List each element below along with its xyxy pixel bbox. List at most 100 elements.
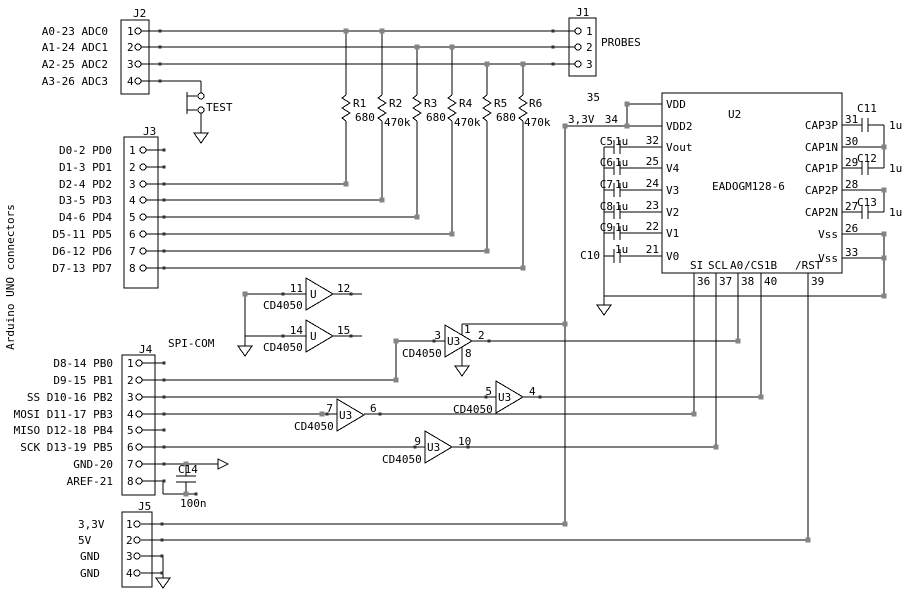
j4-pin-7[interactable] — [136, 461, 142, 467]
junction-dot — [449, 44, 455, 50]
j3-pin-label: D0-2 PD0 — [59, 144, 112, 157]
j4-pin-6[interactable] — [136, 444, 142, 450]
capacitor-c5[interactable] — [614, 140, 620, 154]
capacitor-value: 1u — [615, 200, 628, 213]
resistor-r3[interactable] — [413, 95, 421, 121]
u2-pin-number: 21 — [646, 243, 659, 256]
buffer-u3-gate-3-2[interactable] — [445, 325, 472, 357]
connector-j4[interactable] — [122, 355, 155, 495]
buffer-u-gate-14-15[interactable] — [306, 320, 333, 352]
ic-u2-eadogm128[interactable] — [662, 93, 842, 273]
resistor-r6[interactable] — [519, 95, 527, 121]
test-switch-contact[interactable] — [198, 107, 204, 113]
u2-pin-name: V1 — [666, 227, 679, 240]
j4-pin-3[interactable] — [136, 394, 142, 400]
u2-pin-name: SI — [690, 259, 703, 272]
buffer-pin-number: 12 — [337, 282, 350, 295]
wire-end-tick — [162, 232, 166, 236]
capacitor-c13[interactable] — [862, 205, 868, 219]
capacitor-c10[interactable] — [614, 249, 620, 263]
j3-pin-4[interactable] — [140, 197, 146, 203]
j3-pin-3[interactable] — [140, 181, 146, 187]
u2-pin-name: CAP1P — [805, 162, 838, 175]
resistor-name: R6 — [529, 97, 542, 110]
u2-pin-number: 33 — [845, 246, 858, 259]
u2-pin-number: 27 — [845, 200, 858, 213]
capacitor-c9[interactable] — [614, 226, 620, 240]
j5-pin-4[interactable] — [134, 570, 140, 576]
buffer-refdes: U — [310, 330, 317, 343]
test-switch-contact[interactable] — [198, 93, 204, 99]
buffer-u3-gate-7-6[interactable] — [337, 399, 364, 431]
capacitor-c12[interactable] — [862, 161, 868, 175]
buffer-pin-number: 4 — [529, 385, 536, 398]
j3-pin-7[interactable] — [140, 248, 146, 254]
j4-pin-8[interactable] — [136, 478, 142, 484]
resistor-r5[interactable] — [483, 95, 491, 121]
u2-pin-number: 29 — [845, 156, 858, 169]
junction-dot — [735, 338, 741, 344]
j3-pin-8[interactable] — [140, 265, 146, 271]
resistor-r2[interactable] — [378, 95, 386, 121]
connector-j1[interactable] — [569, 18, 596, 76]
j5-pin-label: GND — [80, 550, 100, 563]
j4-pin-label: MOSI D11-17 PB3 — [14, 408, 113, 421]
capacitor-c7[interactable] — [614, 183, 620, 197]
u2-pin-number: 34 — [605, 113, 619, 126]
resistor-r4[interactable] — [448, 95, 456, 121]
wire-end-tick — [160, 571, 164, 575]
connector-j5[interactable] — [122, 512, 152, 587]
u2-part-name: EADOGM128-6 — [712, 180, 785, 193]
j3-pin-2[interactable] — [140, 164, 146, 170]
connector-j3[interactable] — [124, 137, 158, 288]
j3-pin-number: 1 — [129, 144, 136, 157]
u2-pin-name: Vss — [818, 228, 838, 241]
capacitor-c11[interactable] — [862, 118, 868, 132]
resistor-r1[interactable] — [342, 95, 350, 121]
capacitor-value: 1u — [889, 162, 902, 175]
junction-dot — [520, 265, 526, 271]
junction-dot — [484, 248, 490, 254]
j2-pin-3[interactable] — [135, 61, 141, 67]
capacitor-c14[interactable] — [176, 476, 196, 482]
j2-pin-4[interactable] — [135, 78, 141, 84]
wire-end-tick — [160, 554, 164, 558]
net-flag-arrow[interactable] — [218, 459, 228, 469]
buffer-part-label: CD4050 — [263, 299, 303, 312]
u2-pin-number: 31 — [845, 113, 858, 126]
u2-pin-name: CAP1N — [805, 141, 838, 154]
u2-pin-name: A0 — [730, 259, 743, 272]
ground-symbol — [194, 133, 208, 143]
j1-pin-3[interactable] — [575, 61, 581, 67]
j4-pin-1[interactable] — [136, 360, 142, 366]
buffer-u3-gate-9-10[interactable] — [425, 431, 452, 463]
buffer-u-gate-11-12[interactable] — [306, 278, 333, 310]
buffer-part-label: CD4050 — [294, 420, 334, 433]
capacitor-c6[interactable] — [614, 161, 620, 175]
test-switch[interactable] — [187, 92, 197, 114]
buffer-u3-gate-5-4[interactable] — [496, 381, 523, 413]
j2-pin-label: A1-24 ADC1 — [42, 41, 108, 54]
j3-pin-label: D7-13 PD7 — [52, 262, 112, 275]
j4-pin-2[interactable] — [136, 377, 142, 383]
u2-pin-number: 39 — [811, 275, 824, 288]
j3-pin-5[interactable] — [140, 214, 146, 220]
j4-pin-5[interactable] — [136, 427, 142, 433]
j5-pin-3[interactable] — [134, 553, 140, 559]
j3-pin-1[interactable] — [140, 147, 146, 153]
capacitor-c8[interactable] — [614, 205, 620, 219]
j1-pin-2[interactable] — [575, 44, 581, 50]
j5-pin-2[interactable] — [134, 537, 140, 543]
junction-dot — [881, 187, 887, 193]
j5-pin-1[interactable] — [134, 521, 140, 527]
resistor-name: R5 — [494, 97, 507, 110]
capacitor-name: C5 — [600, 135, 613, 148]
j1-pin-1[interactable] — [575, 28, 581, 34]
j4-pin-label: SS D10-16 PB2 — [27, 391, 113, 404]
j2-pin-2[interactable] — [135, 44, 141, 50]
j3-pin-6[interactable] — [140, 231, 146, 237]
buffer-pin-number: 15 — [337, 324, 350, 337]
j2-pin-1[interactable] — [135, 28, 141, 34]
j4-pin-4[interactable] — [136, 411, 142, 417]
connector-j2[interactable] — [121, 20, 149, 94]
